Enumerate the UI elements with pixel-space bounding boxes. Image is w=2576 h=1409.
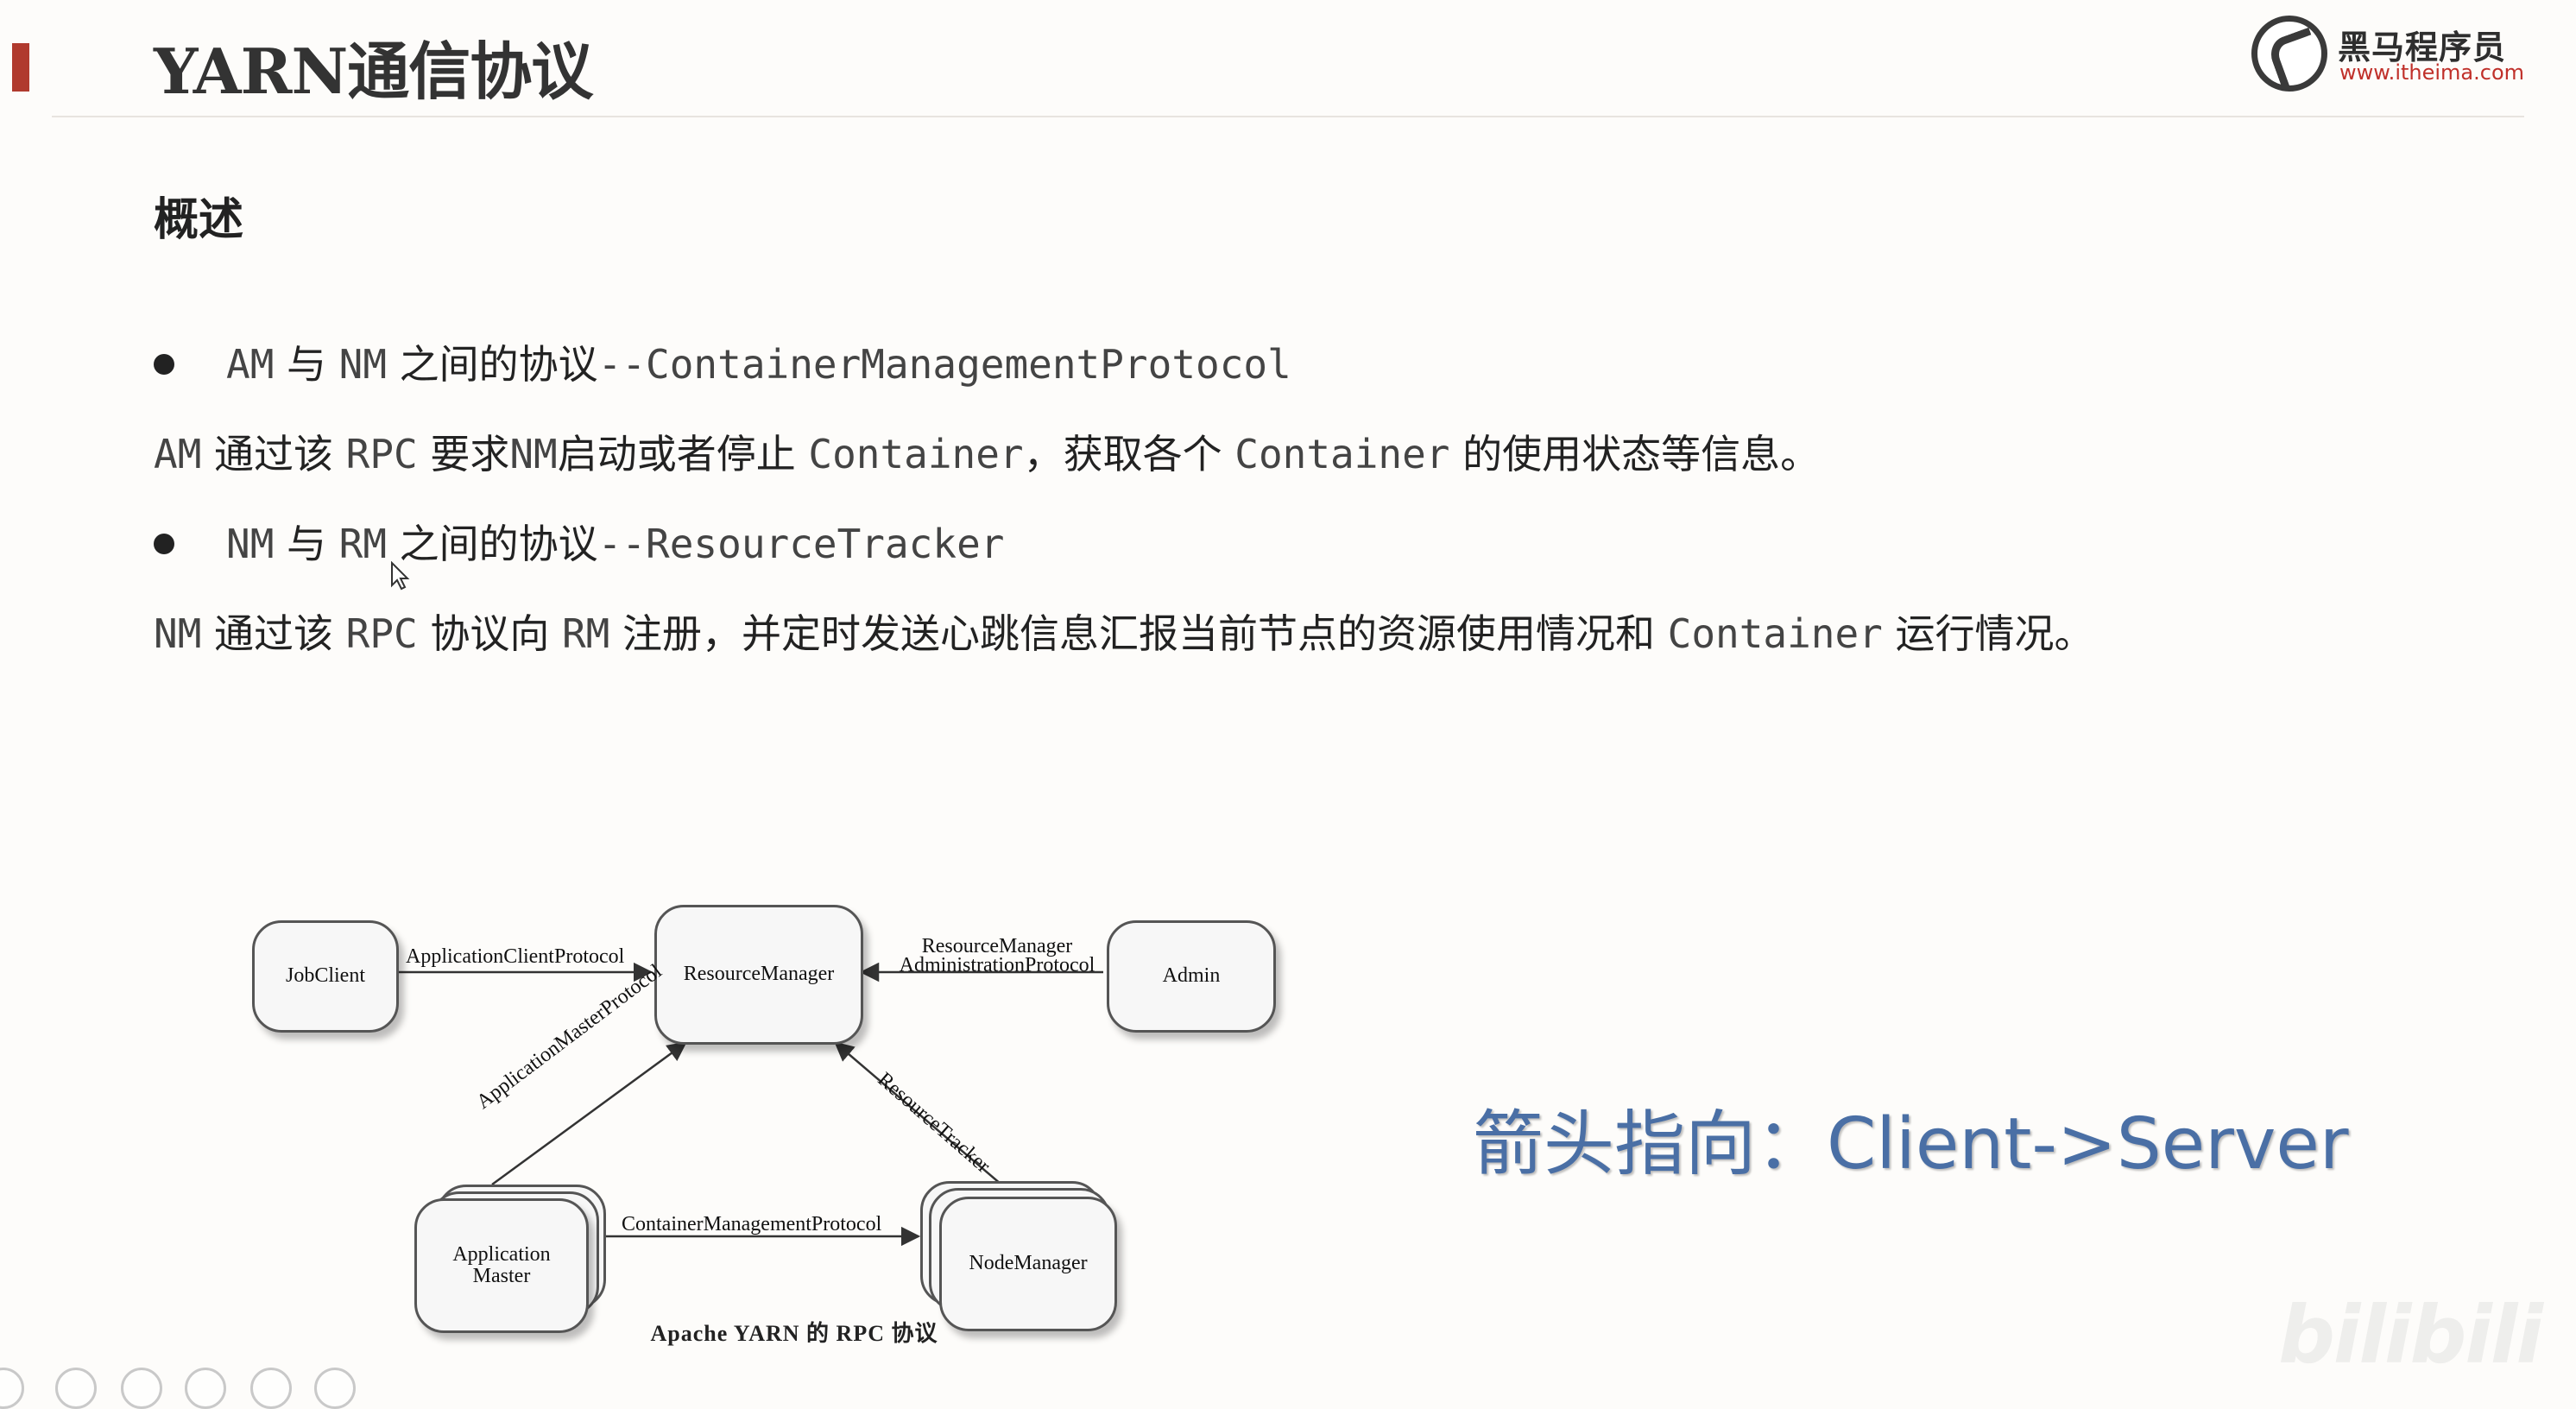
node-resourcemanager: ResourceManager [654, 905, 863, 1045]
desc1-t2: 要求 [417, 431, 510, 477]
desc2-nm: NM [154, 610, 202, 657]
node-admin: Admin [1107, 920, 1276, 1033]
bullet-am-nm: AM 与 NM 之间的协议--ContainerManagementProtoc… [154, 333, 1291, 390]
bullet-nm-rm: NM 与 RM 之间的协议--ResourceTracker [154, 513, 1004, 570]
bullet-dot-icon [154, 534, 174, 554]
bullet1-nm: NM [338, 341, 388, 388]
label-admin-protocol-1: ResourceManager [921, 935, 1073, 957]
brand-logo: 黑马程序员 www.itheima.com [2251, 16, 2528, 93]
label-admin-protocol-2: AdministrationProtocol [899, 954, 1095, 976]
horse-logo-icon [2251, 16, 2327, 92]
arrow-am-to-rm [491, 1041, 687, 1186]
description-nm: NM 通过该 RPC 协议向 RM 注册，并定时发送心跳信息汇报当前节点的资源使… [154, 603, 2094, 660]
desc1-t4: ，获取各个 [1023, 431, 1235, 477]
desc2-container: Container [1667, 610, 1883, 657]
appmaster-label-1: Application [452, 1242, 551, 1266]
zoom-button[interactable] [250, 1368, 292, 1409]
desc1-t3: 启动或者停止 [557, 431, 809, 477]
desc1-am: AM [154, 431, 202, 477]
section-heading: 概述 [154, 194, 244, 246]
bullet1-text2: 之间的协议 [387, 341, 598, 388]
desc1-nm: NM [509, 431, 558, 477]
slides-overview-button[interactable] [185, 1368, 226, 1409]
title-divider [52, 116, 2524, 117]
desc1-t1: 通过该 [201, 431, 346, 477]
logo-name: 黑马程序员 [2338, 28, 2507, 66]
node-jobclient: JobClient [252, 920, 399, 1033]
desc2-rm: RM [561, 610, 610, 657]
desc1-container: Container [808, 431, 1024, 477]
bullet2-text2: 之间的协议 [387, 521, 598, 567]
bullet2-protocol: --ResourceTracker [597, 521, 1005, 567]
arrow-direction-annotation: 箭头指向：Client->Server [1473, 1103, 2349, 1185]
prev-slide-button[interactable] [0, 1368, 24, 1409]
diagram-caption: Apache YARN 的 RPC 协议 [650, 1321, 938, 1346]
bullet2-rm: RM [338, 521, 388, 567]
arrow-nm-to-rm [834, 1041, 1002, 1185]
label-container-protocol: ContainerManagementProtocol [622, 1213, 882, 1235]
more-options-button[interactable] [314, 1368, 356, 1409]
desc1-rpc: RPC [345, 431, 418, 477]
desc2-t3: 注册，并定时发送心跳信息汇报当前节点的资源使用情况和 [609, 610, 1668, 657]
title-accent-bar [12, 43, 29, 92]
desc1-container2: Container [1234, 431, 1450, 477]
next-slide-button[interactable] [55, 1368, 97, 1409]
diagram-arrows [397, 962, 1103, 1247]
mouse-cursor-icon [391, 561, 410, 591]
bullet1-text: 与 [274, 341, 339, 388]
node-nodemanager: NodeManager [939, 1197, 1117, 1331]
desc2-t1: 通过该 [201, 610, 346, 657]
bullet1-protocol: --ContainerManagementProtocol [597, 341, 1291, 388]
description-am: AM 通过该 RPC 要求NM启动或者停止 Container，获取各个 Con… [154, 423, 1820, 480]
slide-title: YARN通信协议 [154, 35, 593, 108]
desc2-t2: 协议向 [417, 610, 562, 657]
logo-url: www.itheima.com [2339, 60, 2525, 85]
node-applicationmaster: Application Master [414, 1198, 589, 1333]
slideshow-toolbar [0, 1364, 380, 1409]
desc2-rpc: RPC [345, 610, 418, 657]
bullet-dot-icon [154, 354, 174, 375]
desc1-t5: 的使用状态等信息。 [1449, 431, 1821, 477]
yarn-rpc-diagram: JobClient ResourceManager Admin Applicat… [242, 889, 1295, 1355]
desc2-t4: 运行情况。 [1882, 610, 2094, 657]
bullet2-text: 与 [274, 521, 339, 567]
pen-tool-button[interactable] [121, 1368, 162, 1409]
appmaster-label-2: Master [472, 1265, 531, 1287]
bullet2-nm: NM [226, 521, 275, 567]
bilibili-watermark: bilibili [2278, 1289, 2543, 1381]
label-client-protocol: ApplicationClientProtocol [406, 945, 625, 968]
bullet1-am: AM [226, 341, 275, 388]
